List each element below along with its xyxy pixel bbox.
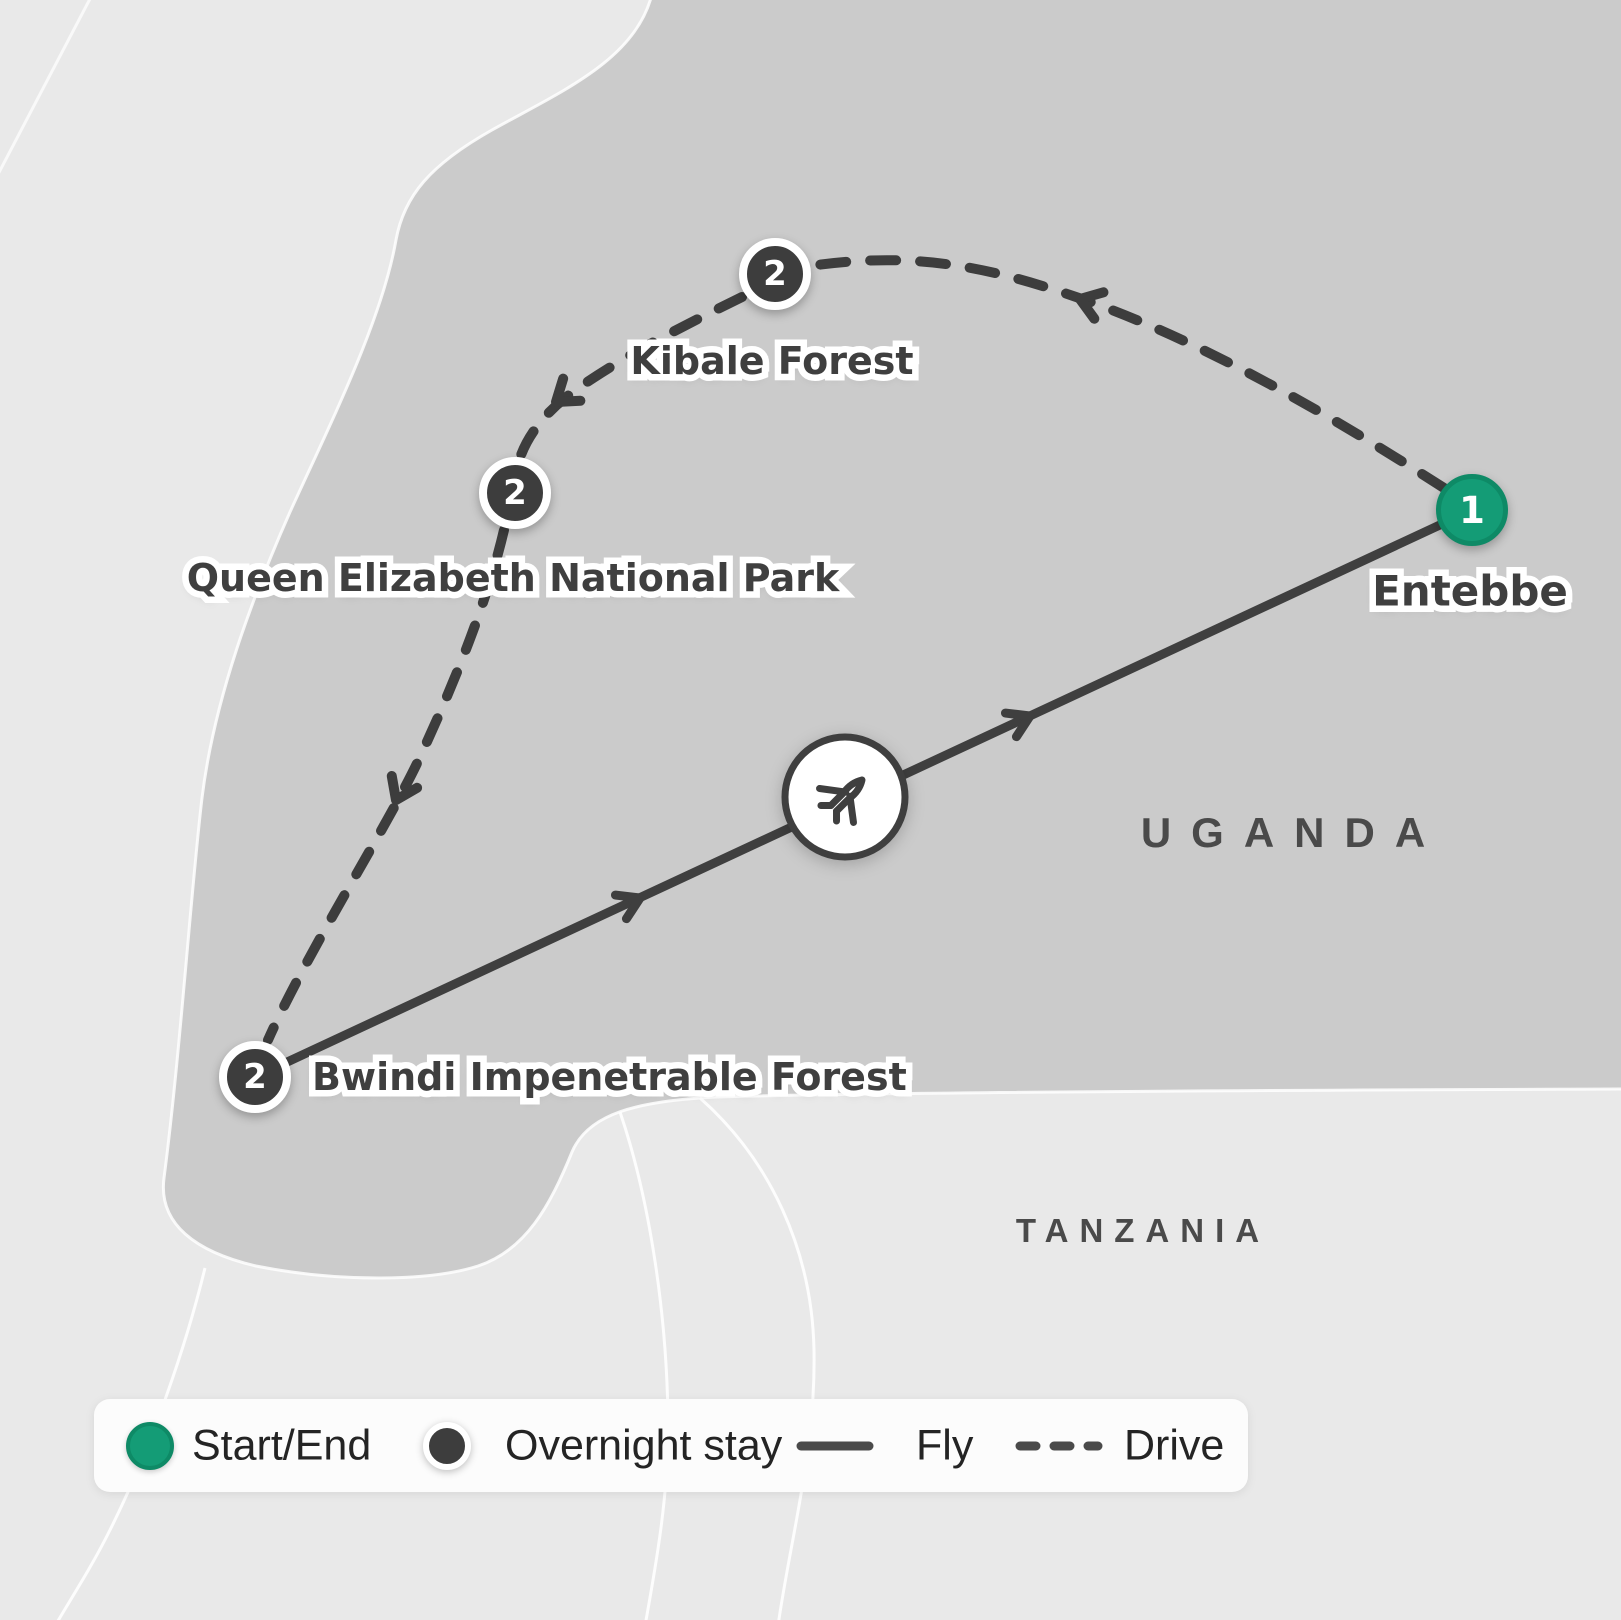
stop-nights: 2 <box>503 473 527 513</box>
border-line <box>618 1111 670 1620</box>
legend-overnight-label: Overnight stay <box>505 1421 783 1469</box>
stop-nights: 2 <box>243 1057 267 1097</box>
stop-marker-entebbe[interactable]: 1 <box>1436 474 1508 546</box>
legend: Start/End Overnight stay Fly Drive <box>94 1399 1248 1492</box>
stop-marker-kibale-forest[interactable]: 2 <box>739 238 811 310</box>
stop-marker-queen-elizabeth-national-park[interactable]: 2 <box>479 457 551 529</box>
legend-fly-line-icon <box>796 1441 874 1450</box>
legend-start-end-dot <box>126 1421 174 1470</box>
legend-start-end-label: Start/End <box>192 1421 372 1469</box>
legend-drive-label: Drive <box>1124 1421 1225 1469</box>
legend-fly-label: Fly <box>916 1421 974 1469</box>
fly-arrows <box>610 708 1035 924</box>
airplane-icon <box>781 733 909 861</box>
stop-nights: 2 <box>763 254 787 294</box>
border-line <box>56 1267 207 1620</box>
border-line <box>699 1096 816 1620</box>
land-shape <box>161 0 1621 1280</box>
drive-arrows <box>386 287 1109 805</box>
country-label-uganda: UGANDA <box>1140 809 1446 856</box>
border-line <box>0 0 92 174</box>
legend-overnight-dot <box>423 1421 471 1470</box>
country-label-tanzania: TANZANIA <box>1015 1212 1271 1249</box>
stop-marker-bwindi-impenetrable-forest[interactable]: 2 <box>219 1041 291 1113</box>
stop-nights: 1 <box>1459 488 1485 532</box>
legend-drive-line-icon <box>1015 1441 1103 1450</box>
drive-route <box>263 255 1449 1045</box>
